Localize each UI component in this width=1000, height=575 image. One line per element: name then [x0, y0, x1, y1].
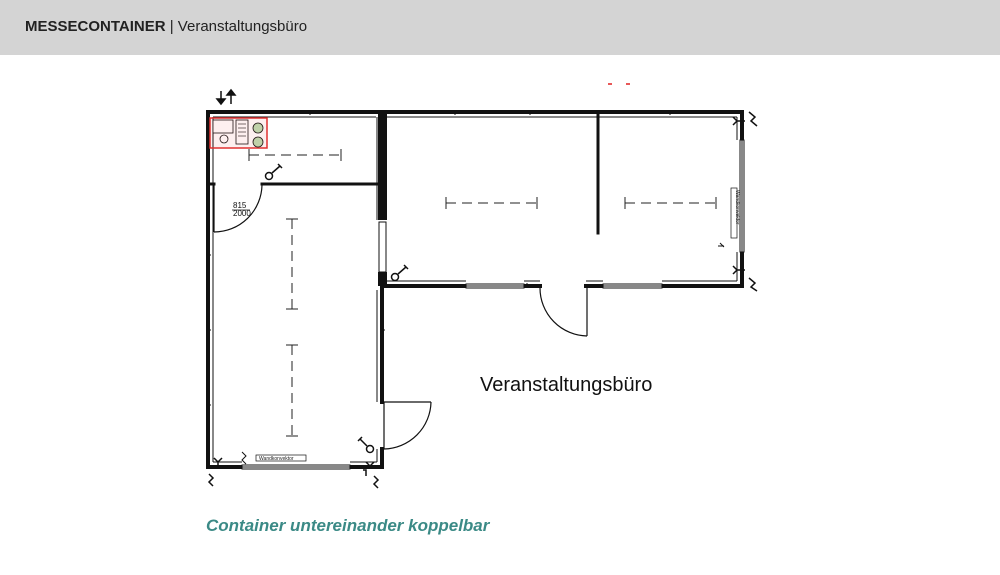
svg-text:Wandkonvektor: Wandkonvektor — [734, 190, 740, 225]
header-bar: MESSECONTAINER | Veranstaltungsbüro — [0, 0, 1000, 55]
socket-icon — [732, 111, 758, 127]
door-height-label: 2000 — [233, 209, 251, 218]
ceiling-light-markers — [248, 149, 717, 437]
container-joint-wall-lower — [378, 272, 387, 286]
light-switch-icon — [390, 264, 409, 282]
page-title-rest: | Veranstaltungsbüro — [165, 18, 308, 35]
page-title: MESSECONTAINER | Veranstaltungsbüro — [25, 18, 307, 35]
wall-ticks — [206, 110, 671, 406]
svg-text:Wandkonvektor: Wandkonvektor — [259, 456, 294, 462]
socket-icon — [363, 461, 380, 489]
window-bottom-left — [241, 464, 351, 470]
wall-convector-right: Wandkonvektor — [730, 187, 740, 239]
container-joint-wall — [378, 112, 387, 220]
window-bottom-1 — [465, 283, 525, 289]
door-entrance-left — [383, 401, 432, 450]
door-entrance-right — [539, 287, 588, 337]
room-label: Veranstaltungsbüro — [480, 374, 653, 396]
door-kitchen — [213, 184, 263, 233]
door-width-label: 815 — [233, 201, 247, 210]
socket-icon — [207, 457, 223, 487]
container-right-inner-lines — [387, 116, 738, 282]
light-switch-icon — [357, 436, 375, 454]
container-left-inner-lines — [212, 116, 378, 463]
window-right-side — [739, 139, 745, 253]
window-bottom-2 — [602, 283, 663, 289]
door-size-divider — [232, 209, 250, 211]
container-left-walls — [206, 110, 387, 469]
caption: Container untereinander koppelbar — [206, 516, 490, 535]
page-title-bold: MESSECONTAINER — [25, 18, 166, 35]
kitchenette — [209, 117, 268, 149]
window-left-container — [378, 221, 387, 273]
heater-small-icon — [241, 242, 725, 465]
direction-arrows-icon — [215, 88, 237, 106]
socket-icon — [732, 265, 758, 292]
wall-convector-bottom: Wandkonvektor — [255, 454, 307, 462]
container-right-walls — [380, 110, 744, 288]
light-switch-icon — [264, 163, 283, 181]
